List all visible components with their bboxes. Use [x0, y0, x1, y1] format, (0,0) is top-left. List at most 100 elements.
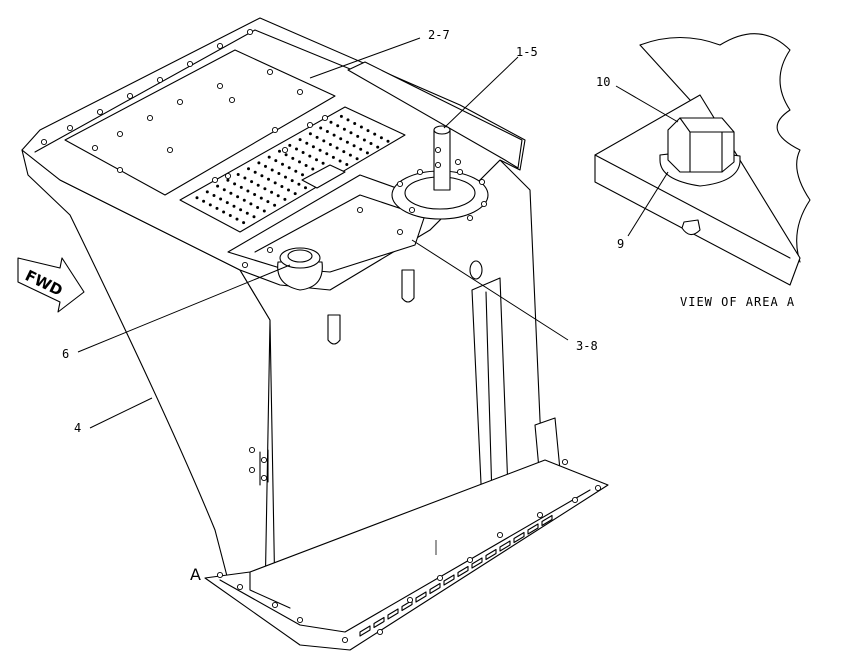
bolt [146, 114, 154, 122]
bolt [96, 108, 104, 116]
bolt [466, 556, 474, 564]
grille-hole [329, 120, 333, 124]
grille-hole [369, 142, 373, 145]
grille-hole [339, 137, 343, 141]
callout-4: 4 [74, 421, 81, 435]
grille-hole [239, 185, 243, 189]
grille-hole [298, 160, 301, 164]
bolt [466, 214, 474, 222]
grille-hole [298, 138, 302, 142]
grille-hole [301, 173, 304, 177]
grille-hole [270, 190, 274, 194]
grille-hole [208, 203, 212, 207]
grille-hole [294, 169, 298, 173]
grille-hole [349, 131, 353, 135]
grille-hole [345, 163, 349, 166]
grille-hole [355, 157, 359, 161]
grille-hole [288, 143, 292, 147]
grille-hole [332, 133, 336, 137]
grille-hole [233, 182, 237, 186]
grille-hole [225, 201, 229, 205]
grille-hole [281, 162, 284, 166]
grille-hole [335, 146, 339, 150]
bolt [216, 571, 224, 579]
bolt [186, 60, 194, 68]
vent-slot [471, 557, 483, 569]
grille-hole [229, 191, 233, 195]
bolt [248, 446, 256, 454]
grille-hole [259, 196, 263, 200]
vent-slot [457, 565, 469, 578]
grille-hole [228, 214, 232, 217]
sender-tube [433, 129, 451, 191]
bolt [116, 130, 124, 138]
bolt [306, 121, 314, 129]
grille-hole [278, 149, 281, 153]
grille-hole [362, 138, 366, 142]
bolt [321, 114, 329, 122]
bolt [224, 172, 232, 180]
filler-cap [279, 247, 321, 269]
grille-hole [295, 147, 298, 151]
grille-hole [321, 161, 325, 165]
bolt [454, 158, 462, 166]
grille-hole [287, 188, 290, 192]
grille-hole [256, 206, 260, 209]
filler-cap-top [287, 249, 313, 263]
bolt [166, 146, 174, 154]
bolt [478, 178, 486, 186]
grille-hole [249, 202, 253, 206]
bolt [126, 92, 134, 100]
grille-hole [267, 177, 270, 181]
tank-assembly [21, 17, 609, 651]
grille-hole [253, 170, 257, 174]
bolt [356, 206, 364, 214]
base-step [249, 571, 291, 609]
bolt [246, 28, 254, 36]
grille-hole [376, 145, 380, 149]
sender-top [433, 125, 451, 135]
bolt [396, 180, 404, 188]
grille-hole [235, 217, 239, 221]
grille-hole [322, 139, 326, 143]
bolt [571, 496, 579, 504]
grille-hole [266, 200, 270, 204]
grille-hole [373, 132, 377, 136]
grille-handle [301, 164, 346, 189]
grille-hole [311, 167, 315, 171]
grille-hole [256, 183, 260, 187]
grille-hole [205, 190, 209, 194]
grille-hole [242, 198, 246, 202]
side-bracket [259, 449, 269, 486]
grille-hole [359, 147, 363, 151]
grille-hole [305, 141, 309, 145]
rail-clip [469, 260, 483, 280]
grille-hole [315, 158, 318, 162]
fwd-arrow-icon: FWD [17, 257, 85, 313]
inset-edge [639, 44, 691, 101]
bolt [116, 166, 124, 174]
grille-hole [280, 185, 284, 188]
bolt [91, 144, 99, 152]
inset-break [639, 33, 811, 263]
grille-hole [379, 136, 383, 140]
bolt [561, 458, 569, 466]
bolt [281, 146, 289, 154]
bolt [434, 161, 442, 169]
callout-3-8: 3-8 [576, 339, 598, 353]
grille-hole [195, 196, 199, 200]
grille-hole [236, 173, 240, 176]
vent-slot [415, 591, 427, 603]
callout-10: 10 [596, 75, 610, 89]
grille-hole [353, 122, 357, 125]
bolt [216, 42, 224, 50]
grille-hole [222, 210, 226, 214]
bolt [436, 574, 444, 582]
grille-hole [274, 159, 278, 163]
grille-hole [239, 208, 243, 212]
grille-hole [348, 153, 352, 157]
grille-hole [290, 179, 294, 183]
bolt [271, 126, 279, 134]
grille-hole [342, 127, 346, 131]
